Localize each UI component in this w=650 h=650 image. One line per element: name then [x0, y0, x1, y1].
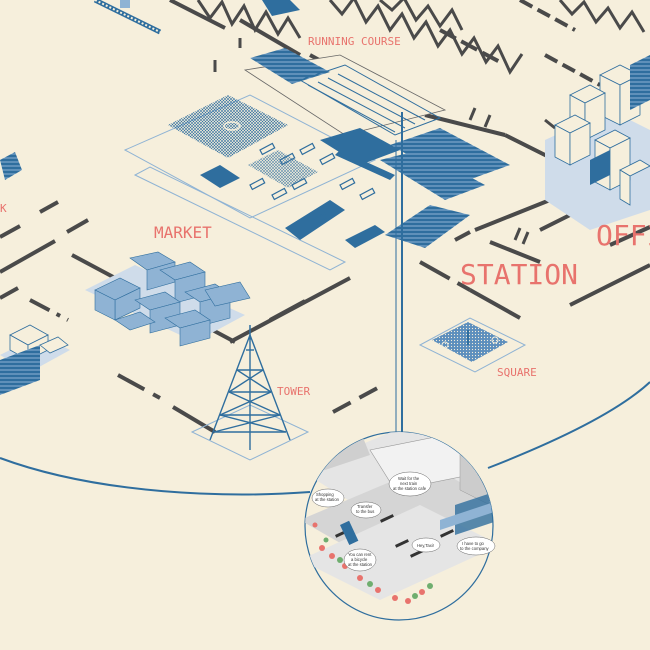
- callout-company-line1: I have to go: [462, 541, 485, 546]
- callout-transfer: Transfer to the bus: [350, 501, 382, 519]
- label-tower: TOWER: [277, 385, 310, 398]
- top-rail-track: [93, 0, 162, 35]
- callout-rent: You can rent a bicycle at the station: [343, 548, 377, 572]
- label-station: STATION: [460, 258, 578, 291]
- label-square: SQUARE: [497, 366, 537, 379]
- square-plaza: [418, 317, 527, 373]
- tower: [190, 325, 310, 461]
- callout-rent-line2: a bicycle: [351, 557, 368, 562]
- callout-taxi: Hey,Taxi!: [411, 537, 441, 553]
- station-complex: [123, 48, 510, 271]
- station-pointer: [395, 112, 403, 440]
- top-blue-building: [262, 0, 300, 16]
- callout-wait-line2: next train: [400, 481, 418, 486]
- zigzag-routes: [196, 0, 646, 76]
- left-houses: [0, 152, 70, 395]
- callout-transfer-line2: to the bus: [356, 509, 374, 514]
- route-ticks: [213, 38, 556, 245]
- callout-wait: Wait for the next train at the station c…: [388, 471, 432, 497]
- label-office: OFFI: [596, 219, 650, 252]
- callout-shopping: Shopping at the station: [311, 488, 345, 508]
- callout-bubbles: Shopping at the station Wait for the nex…: [311, 471, 496, 572]
- callout-transfer-line1: Transfer: [357, 504, 373, 509]
- callout-shopping-line1: Shopping: [316, 492, 334, 497]
- orbit-circle: [0, 381, 650, 496]
- label-market: MARKET: [154, 223, 212, 242]
- callout-rent-line3: at the station: [348, 562, 373, 567]
- callout-wait-line1: Wait for the: [398, 476, 420, 481]
- callout-taxi-line1: Hey,Taxi!: [417, 543, 434, 548]
- market-buildings: [85, 251, 251, 347]
- callout-rent-line1: You can rent: [348, 552, 372, 557]
- callout-wait-line3: at the station cafe: [393, 486, 427, 491]
- place-labels: RUNNING COURSE MARKET STATION OFFI TOWER…: [0, 35, 650, 398]
- label-park-fragment: K: [0, 202, 7, 215]
- office-buildings: [545, 55, 650, 230]
- callout-company-line2: to the company: [460, 546, 490, 551]
- callout-company: I have to go to the company: [456, 536, 496, 556]
- label-running-course: RUNNING COURSE: [308, 35, 401, 48]
- callout-shopping-line2: at the station: [315, 497, 340, 502]
- station-detail-circle: [304, 431, 494, 621]
